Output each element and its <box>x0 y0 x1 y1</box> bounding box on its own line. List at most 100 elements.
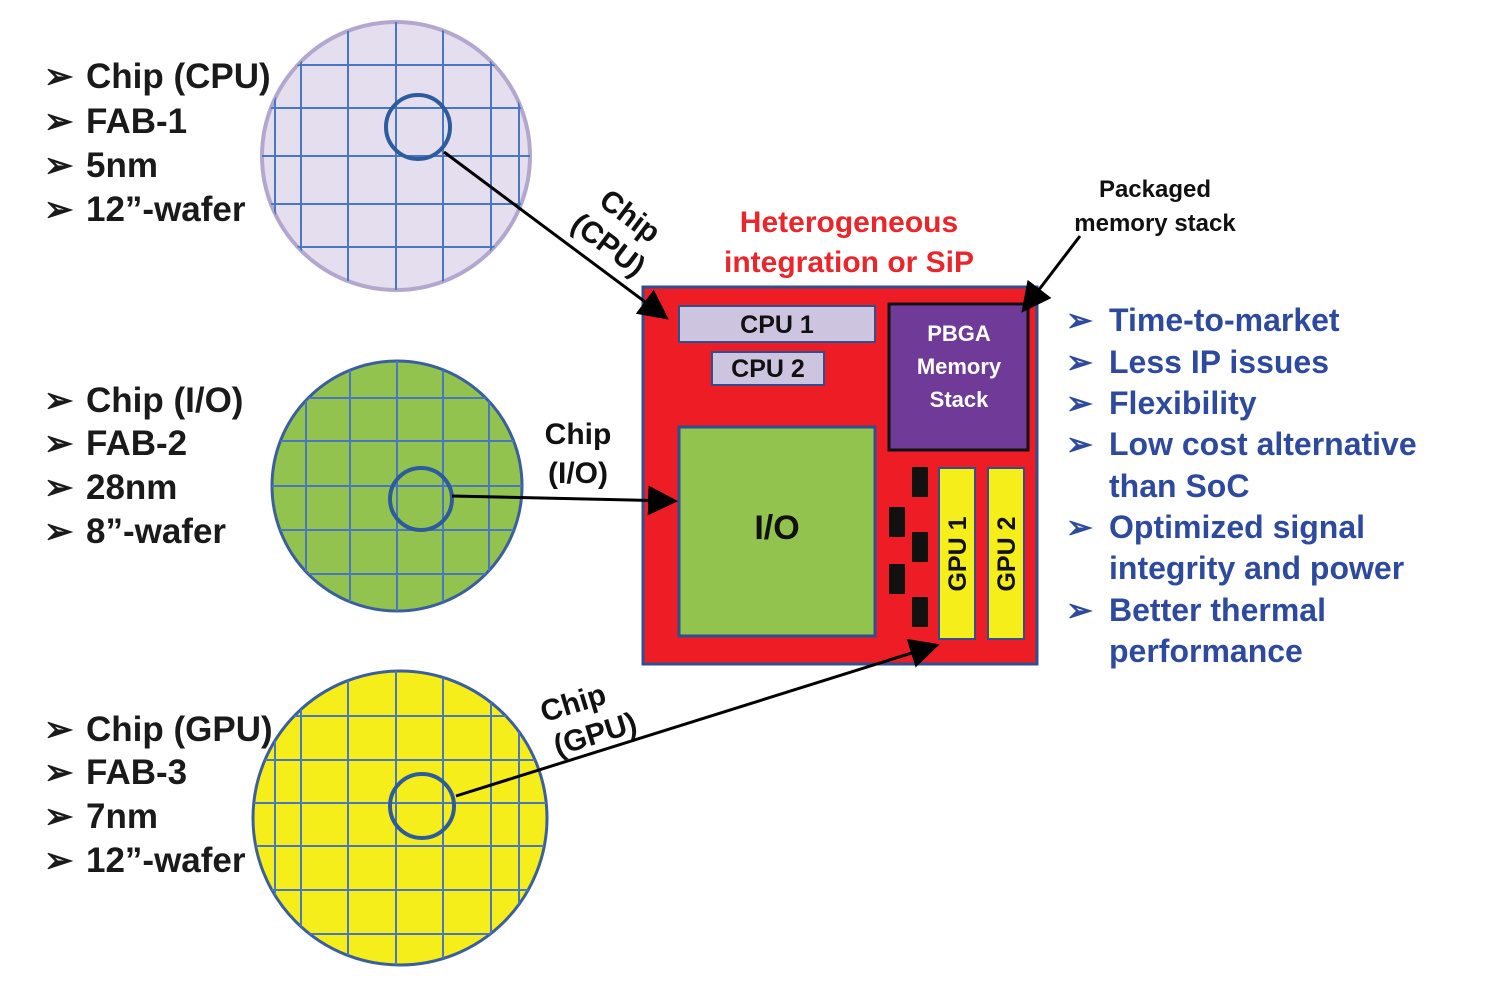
benefit-item: Better thermal <box>1109 592 1326 628</box>
list-item: 12”-wafer <box>86 190 246 229</box>
svg-text:➢Low cost alternative: ➢ Low cost alternative <box>1066 426 1417 462</box>
svg-text:➢12”-wafer: ➢ 12”-wafer <box>44 190 246 229</box>
list-item: Chip (I/O) <box>86 381 243 420</box>
memory-label-line3: Stack <box>930 387 989 412</box>
svg-text:➢Chip (CPU): ➢ Chip (CPU) <box>44 57 271 96</box>
cpu1-label: CPU 1 <box>740 311 814 339</box>
wafer-gpu-die-highlight <box>388 772 456 840</box>
arrow-label-io-line2: (I/O) <box>548 457 608 490</box>
wafer-gpu-list: ➢ Chip (GPU) ➢ FAB-3 ➢ 7nm ➢ 12”-wafer <box>44 710 273 880</box>
list-bullet: ➢ <box>44 753 74 792</box>
benefit-item: Less IP issues <box>1109 344 1329 380</box>
benefit-bullet: ➢ <box>1066 592 1093 628</box>
list-item: 28nm <box>86 468 177 507</box>
sip-title-line2: integration or SiP <box>724 246 974 279</box>
list-item: FAB-3 <box>86 753 187 792</box>
benefit-item: Time-to-market <box>1109 302 1340 338</box>
memory-label-line2: Memory <box>917 354 1002 379</box>
passive-component <box>912 597 928 627</box>
io-block <box>677 425 877 638</box>
list-item: 8”-wafer <box>86 512 226 551</box>
list-item: 12”-wafer <box>86 841 246 880</box>
list-bullet: ➢ <box>44 57 74 96</box>
memory-stack-block <box>887 302 1030 452</box>
svg-text:➢Time-to-market: ➢ Time-to-market <box>1066 302 1340 338</box>
sip-package: CPU 1 CPU 2 PBGA Memory Stack I/O GPU 1 … <box>641 285 1039 666</box>
list-item: FAB-2 <box>86 424 187 463</box>
wafer-io-list: ➢ Chip (I/O) ➢ FAB-2 ➢ 28nm ➢ 8”-wafer <box>44 381 243 551</box>
arrow-label-cpu: Chip (CPU) <box>565 183 666 283</box>
gpu2-block <box>987 467 1025 640</box>
list-bullet: ➢ <box>44 102 74 141</box>
wafer-io-die-highlight <box>388 466 454 532</box>
memory-callout-line1: Packaged <box>1099 176 1211 203</box>
passive-component <box>912 532 928 562</box>
list-item: FAB-1 <box>86 102 187 141</box>
cpu2-label: CPU 2 <box>731 355 805 383</box>
wafer-gpu <box>251 669 549 967</box>
memory-callout-line2: memory stack <box>1074 210 1236 237</box>
passive-component <box>912 467 928 497</box>
arrow-io-to-package <box>451 485 678 516</box>
benefit-item-cont: performance <box>1109 633 1303 669</box>
arrow-label-io-line1: Chip <box>545 418 612 451</box>
list-item: 5nm <box>86 146 158 185</box>
gpu1-label: GPU 1 <box>944 516 972 591</box>
list-bullet: ➢ <box>44 841 74 880</box>
benefit-bullet: ➢ <box>1066 302 1093 338</box>
benefit-item-cont: integrity and power <box>1109 550 1404 586</box>
benefit-item: Low cost alternative <box>1109 426 1417 462</box>
wafer-cpu <box>260 20 532 292</box>
arrow-label-gpu: Chip (GPU) <box>537 678 641 763</box>
wafer-cpu-grid <box>262 22 530 290</box>
benefit-item-cont: than SoC <box>1109 468 1249 504</box>
list-bullet: ➢ <box>44 381 74 420</box>
benefits-list: ➢Time-to-market ➢Less IP issues ➢Flexibi… <box>1066 302 1417 669</box>
passive-component <box>889 507 905 537</box>
list-item: Chip (CPU) <box>86 57 271 96</box>
svg-text:➢5nm: ➢5nm <box>44 146 158 185</box>
memory-label-line1: PBGA <box>927 321 991 346</box>
arrow-cpu-to-package <box>443 150 669 320</box>
svg-text:➢Optimized signal: ➢ Optimized signal <box>1066 509 1365 545</box>
list-bullet: ➢ <box>44 468 74 507</box>
svg-text:➢FAB-2: ➢ FAB-2 <box>44 424 187 463</box>
benefit-item: Optimized signal <box>1109 509 1365 545</box>
list-bullet: ➢ <box>44 710 74 749</box>
svg-text:➢Chip (GPU): ➢ Chip (GPU) <box>44 710 273 749</box>
list-bullet: ➢ <box>44 797 74 836</box>
svg-text:➢Flexibility: ➢Flexibility <box>1066 385 1257 421</box>
svg-text:➢Chip (I/O): ➢ Chip (I/O) <box>44 381 243 420</box>
list-item: 7nm <box>86 797 158 836</box>
cpu2-block <box>711 351 825 386</box>
benefit-bullet: ➢ <box>1066 426 1093 462</box>
benefit-bullet: ➢ <box>1066 509 1093 545</box>
svg-text:➢Better thermal: ➢ Better thermal <box>1066 592 1326 628</box>
io-label: I/O <box>754 509 799 547</box>
svg-text:➢Less IP issues: ➢ Less IP issues <box>1066 344 1329 380</box>
benefit-item: Flexibility <box>1109 385 1257 421</box>
svg-text:➢28nm: ➢ 28nm <box>44 468 177 507</box>
benefit-bullet: ➢ <box>1066 344 1093 380</box>
svg-text:➢FAB-1: ➢ FAB-1 <box>44 102 187 141</box>
cpu1-block <box>678 305 876 343</box>
sip-title-line1: Heterogeneous <box>740 206 958 239</box>
passive-components <box>889 467 928 627</box>
svg-text:➢FAB-3: ➢ FAB-3 <box>44 753 187 792</box>
wafer-cpu-die-highlight <box>384 93 452 161</box>
passive-component <box>889 564 905 594</box>
list-bullet: ➢ <box>44 512 74 551</box>
list-bullet: ➢ <box>44 190 74 229</box>
list-item: Chip (GPU) <box>86 710 273 749</box>
arrow-memory-callout <box>1021 235 1082 313</box>
gpu1-block <box>938 467 976 640</box>
svg-text:➢8”-wafer: ➢ 8”-wafer <box>44 512 226 551</box>
svg-text:➢7nm: ➢ 7nm <box>44 797 158 836</box>
svg-text:➢12”-wafer: ➢ 12”-wafer <box>44 841 246 880</box>
arrow-gpu-to-package <box>455 638 940 798</box>
wafer-io <box>270 359 524 613</box>
wafer-cpu-list: ➢ Chip (CPU) ➢ FAB-1 ➢5nm ➢ 12”-wafer <box>44 57 271 229</box>
list-bullet: ➢ <box>44 424 74 463</box>
